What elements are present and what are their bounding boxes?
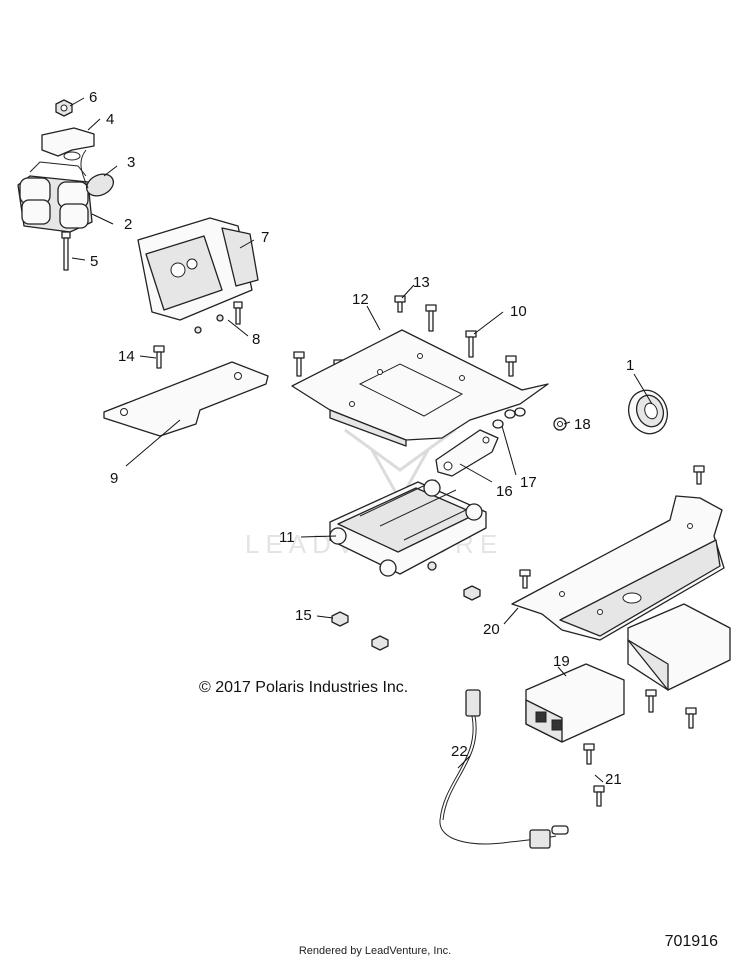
diagram-number: 701916	[664, 933, 718, 950]
part-22-harness	[439, 689, 569, 849]
callout-8: 8	[252, 331, 260, 348]
part-13-bolts	[394, 295, 437, 332]
part-3-cap	[80, 149, 115, 197]
part-7-ecu	[137, 217, 259, 321]
part-14-bolt	[153, 345, 165, 369]
callout-4: 4	[106, 111, 114, 128]
leader-lines	[69, 97, 653, 783]
copyright-text: © 2017 Polaris Industries Inc.	[199, 679, 409, 696]
callout-22: 22	[451, 743, 468, 760]
callout-14: 14	[118, 348, 135, 365]
callout-3: 3	[127, 154, 135, 171]
callout-12: 12	[352, 291, 369, 308]
part-17-washers	[492, 407, 526, 429]
callout-19: 19	[553, 653, 570, 670]
callout-20: 20	[483, 621, 500, 638]
part-6-nut	[55, 99, 73, 117]
callout-15: 15	[295, 607, 312, 624]
callout-21: 21	[605, 771, 622, 788]
part-11-heat-sink	[329, 479, 487, 577]
part-15-nuts	[331, 585, 481, 651]
part-5-bolt	[61, 231, 71, 271]
callout-2: 2	[124, 216, 132, 233]
callout-17: 17	[520, 474, 537, 491]
part-18-nut	[553, 417, 567, 431]
callout-16: 16	[496, 483, 513, 500]
part-2-coil-assembly	[17, 161, 93, 233]
part-21-bolts	[583, 689, 697, 807]
part-1-grommet	[627, 389, 669, 435]
callout-1: 1	[626, 357, 634, 374]
callout-18: 18	[574, 416, 591, 433]
callout-5: 5	[90, 253, 98, 270]
callout-6: 6	[89, 89, 97, 106]
callout-10: 10	[510, 303, 527, 320]
part-16-clamp	[435, 429, 499, 477]
module-block	[627, 603, 731, 691]
callout-7: 7	[261, 229, 269, 246]
part-19-regulator	[525, 663, 625, 743]
part-9-cover-plate	[103, 361, 269, 437]
callout-11: 11	[279, 529, 295, 546]
part-4-bracket	[41, 127, 95, 161]
part-20-bracket-plate	[511, 465, 725, 641]
part-8-screws	[194, 301, 243, 334]
callout-labels: 1 2 3 4 5 6 7 8 9 10 11 12 13 14 15 16 1…	[89, 89, 634, 788]
callout-13: 13	[413, 274, 430, 291]
part-12-mounting-plate	[291, 329, 549, 447]
footer-credit: Rendered by LeadVenture, Inc.	[298, 945, 452, 957]
callout-9: 9	[110, 470, 118, 487]
